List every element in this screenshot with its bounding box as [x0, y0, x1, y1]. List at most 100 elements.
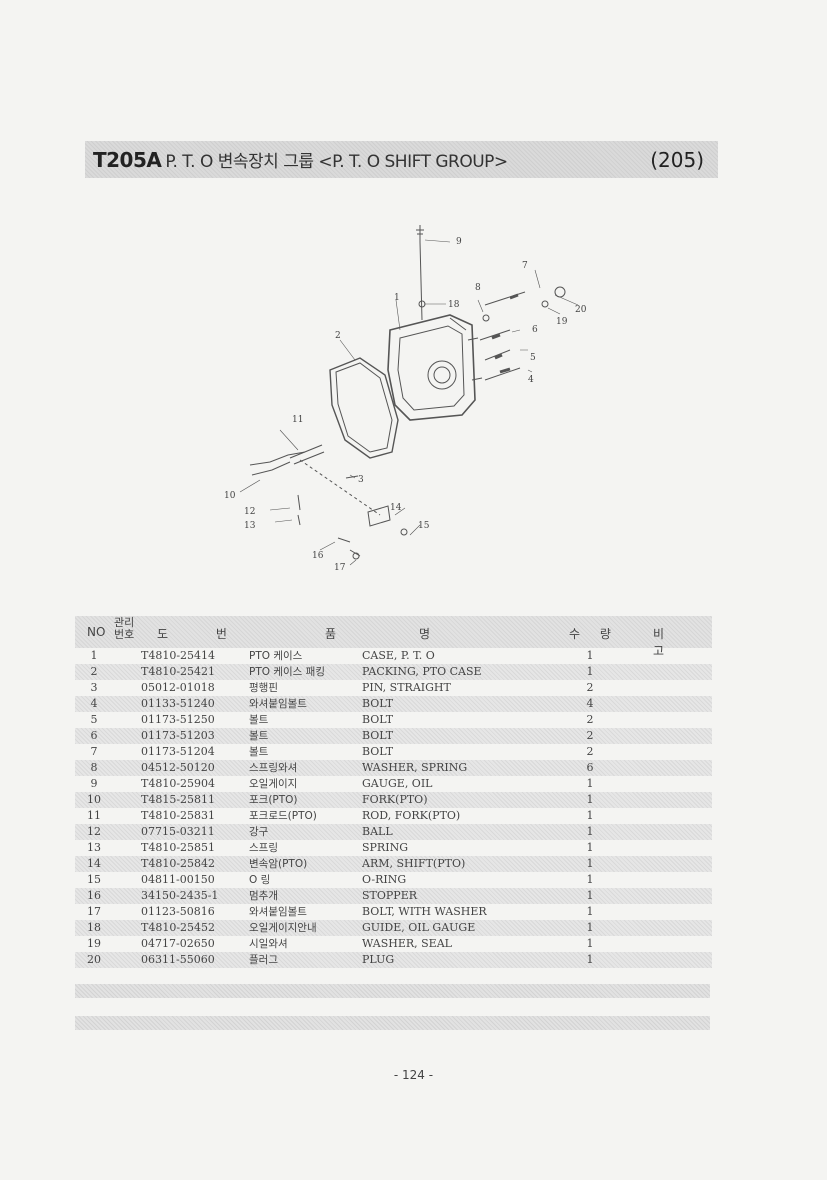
group-title: P. T. O 변속장치 그룹 <P. T. O SHIFT GROUP>: [165, 152, 508, 172]
cell-name-eng: SPRING: [362, 841, 408, 854]
cell-qty: 1: [586, 793, 594, 806]
cell-no: 2: [90, 665, 98, 678]
cell-name-kor: 스프링와셔: [249, 762, 298, 774]
callout-label: 17: [334, 563, 346, 573]
cell-name-eng: GAUGE, OIL: [362, 777, 433, 790]
cell-name-kor: 시일와셔: [249, 938, 288, 950]
cell-name-eng: PIN, STRAIGHT: [362, 681, 451, 694]
cell-qty: 1: [586, 665, 594, 678]
callout-label: 4: [528, 375, 534, 385]
cell-part-no: T4810-25421: [141, 665, 216, 678]
cell-name-kor: 오일게이지안내: [249, 922, 317, 934]
cell-name-eng: BOLT: [362, 745, 394, 758]
cell-part-no: 01133-51240: [141, 697, 215, 710]
exploded-parts-diagram: 1 2 3 4 5 6 7 8 9 10 11 12 13 14 15 16 1…: [224, 225, 587, 573]
cell-qty: 1: [586, 777, 594, 790]
cell-no: 5: [90, 713, 98, 726]
cell-part-no: T4810-25904: [141, 777, 216, 790]
cell-name-eng: BOLT, WITH WASHER: [362, 905, 487, 918]
fork-rod-drawing: [249, 444, 408, 560]
cell-part-no: 01173-51203: [141, 729, 215, 742]
col-header-name-a: 품: [325, 627, 337, 641]
cell-part-no: T4810-25831: [141, 809, 216, 822]
cell-qty: 1: [586, 649, 594, 662]
cell-part-no: 34150-2435-1: [141, 889, 219, 902]
cell-part-no: 04717-02650: [141, 937, 215, 950]
callout-label: 15: [418, 521, 430, 531]
callout-label: 13: [244, 521, 256, 531]
cell-name-eng: ROD, FORK(PTO): [362, 809, 461, 822]
cell-name-kor: PTO 케이스 패킹: [249, 666, 325, 678]
cell-name-eng: BOLT: [362, 713, 394, 726]
cell-name-kor: 평행핀: [249, 682, 278, 694]
cell-part-no: T4810-25851: [141, 841, 216, 854]
cell-qty: 1: [586, 809, 594, 822]
cell-part-no: 04811-00150: [141, 873, 215, 886]
cell-no: 6: [90, 729, 98, 742]
cell-name-kor: 오일게이지: [249, 778, 298, 790]
cell-name-kor: 변속암(PTO): [249, 858, 308, 870]
cell-no: 1: [90, 649, 98, 662]
callout-label: 2: [335, 331, 341, 341]
cell-qty: 1: [586, 825, 594, 838]
col-header-mgmt-no: 관리 번호: [114, 616, 135, 641]
cell-no: 14: [87, 857, 101, 870]
cell-part-no: 06311-55060: [141, 953, 215, 966]
cell-part-no: 07715-03211: [141, 825, 215, 838]
cell-name-eng: CASE, P. T. O: [362, 649, 435, 662]
group-number: (205): [650, 147, 704, 172]
cell-qty: 2: [586, 681, 594, 694]
cell-name-kor: 스프링: [249, 842, 278, 854]
col-header-remarks: 비 고: [653, 627, 677, 658]
cell-name-kor: 와셔붙임볼트: [249, 906, 307, 918]
cell-no: 9: [90, 777, 98, 790]
blank-row-stripe: [75, 1016, 710, 1030]
cell-no: 12: [87, 825, 101, 838]
cell-qty: 1: [586, 953, 594, 966]
cell-name-kor: 포크로드(PTO): [249, 810, 317, 822]
callout-label: 9: [456, 237, 462, 247]
cell-name-kor: 볼트: [249, 746, 269, 758]
cell-name-eng: WASHER, SEAL: [362, 937, 452, 950]
callout-label: 6: [532, 325, 538, 335]
cell-part-no: 01123-50816: [141, 905, 215, 918]
pto-case-drawing: [387, 314, 483, 421]
callout-label: 11: [292, 415, 303, 425]
cell-no: 7: [90, 745, 98, 758]
callout-label: 16: [312, 551, 324, 561]
cell-name-eng: BOLT: [362, 729, 394, 742]
cell-name-eng: STOPPER: [362, 889, 418, 902]
cell-qty: 1: [586, 841, 594, 854]
page-header-bar: T205A P. T. O 변속장치 그룹 <P. T. O SHIFT GRO…: [85, 141, 718, 178]
cell-no: 3: [90, 681, 98, 694]
cell-no: 20: [87, 953, 101, 966]
cell-no: 18: [87, 921, 101, 934]
cell-name-kor: 강구: [249, 826, 269, 838]
cell-part-no: T4810-25842: [141, 857, 216, 870]
cell-name-eng: FORK(PTO): [362, 793, 428, 806]
group-code: T205A: [93, 147, 162, 172]
cell-part-no: T4810-25452: [141, 921, 216, 934]
table-row: 12 07715-03211 강구 BALL 1: [75, 824, 712, 840]
callout-label: 7: [522, 261, 528, 271]
bolts-drawing: [479, 286, 566, 381]
callout-label: 3: [358, 475, 364, 485]
cell-name-eng: BALL: [362, 825, 393, 838]
callout-label: 5: [530, 353, 536, 363]
callout-label: 10: [224, 491, 236, 501]
oil-gauge-drawing: [416, 225, 426, 321]
